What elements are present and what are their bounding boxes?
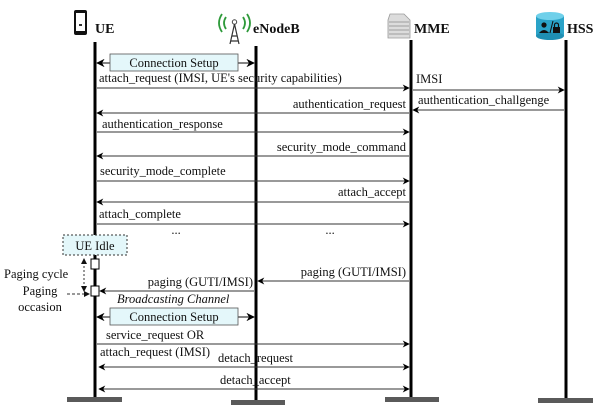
connection-setup-box-1: Connection Setup [96, 53, 255, 72]
radio-tower-icon [218, 13, 251, 45]
message-imsi: IMSI [413, 72, 565, 94]
connection-setup-box-2: Connection Setup [96, 307, 255, 326]
message-authentication-challenge: authentication_challgenge [412, 93, 564, 114]
message-label: detach_request [218, 351, 293, 365]
message-label: authentication_challgenge [418, 93, 550, 107]
paging-occasion-marker-2 [90, 285, 100, 297]
ellipsis-left: ... [171, 223, 180, 237]
message-label: attach_complete [99, 207, 181, 221]
message-label: security_mode_complete [100, 164, 226, 178]
participant-mme-label: MME [414, 22, 450, 37]
broadcasting-channel-label: Broadcasting Channel [117, 292, 230, 306]
lifeline-base-hss [538, 398, 593, 403]
server-rack-icon [387, 13, 411, 39]
ellipsis-right: ... [325, 223, 334, 237]
message-label: authentication_response [102, 117, 223, 131]
paging-label: Paging [23, 284, 58, 298]
lifeline-base-enb [231, 400, 285, 405]
message-security-mode-command: security_mode_command [96, 140, 409, 160]
message-paging-enb: paging (GUTI/IMSI) [99, 275, 254, 295]
occasion-label: occasion [18, 300, 62, 314]
message-label-alt: attach_request (IMSI) [100, 345, 210, 359]
participant-hss-label: HSS [567, 22, 594, 37]
ue-idle-box: UE Idle [62, 234, 128, 256]
paging-occasion-marker-1 [90, 258, 100, 270]
message-service-request: service_request OR attach_request (IMSI) [97, 328, 410, 359]
message-label: paging (GUTI/IMSI) [148, 275, 253, 289]
lifeline-base-ue [67, 397, 122, 402]
message-label: service_request OR [106, 328, 205, 342]
connection-setup-label-2: Connection Setup [129, 310, 218, 324]
message-attach-accept: attach_accept [96, 185, 409, 206]
message-label: security_mode_command [277, 140, 407, 154]
connection-setup-label-1: Connection Setup [129, 56, 218, 70]
paging-cycle-label: Paging cycle [4, 267, 69, 281]
paging-cycle-indicator [67, 258, 90, 297]
message-detach-request: detach_request [98, 351, 410, 371]
participant-ue-label: UE [95, 22, 114, 37]
participant-enb-label: eNodeB [253, 22, 300, 37]
message-label: paging (GUTI/IMSI) [301, 265, 406, 279]
message-label: attach_accept [338, 185, 407, 199]
database-user-lock-icon [536, 12, 564, 40]
message-label: IMSI [416, 72, 442, 86]
message-attach-request: attach_request (IMSI, UE's security capa… [97, 71, 410, 92]
message-paging-mme: paging (GUTI/IMSI) [257, 265, 409, 285]
message-security-mode-complete: security_mode_complete [97, 164, 410, 185]
smartphone-icon [74, 10, 87, 35]
message-label: attach_request (IMSI, UE's security capa… [99, 71, 342, 85]
lifeline-base-mme [385, 397, 439, 402]
message-label: detach_accept [220, 373, 291, 387]
message-detach-accept: detach_accept [98, 373, 410, 393]
message-attach-complete: attach_complete [97, 207, 410, 228]
message-authentication-response: authentication_response [97, 117, 410, 136]
message-label: authentication_request [293, 97, 407, 111]
ue-idle-label: UE Idle [75, 239, 115, 253]
message-authentication-request: authentication_request [96, 97, 409, 117]
